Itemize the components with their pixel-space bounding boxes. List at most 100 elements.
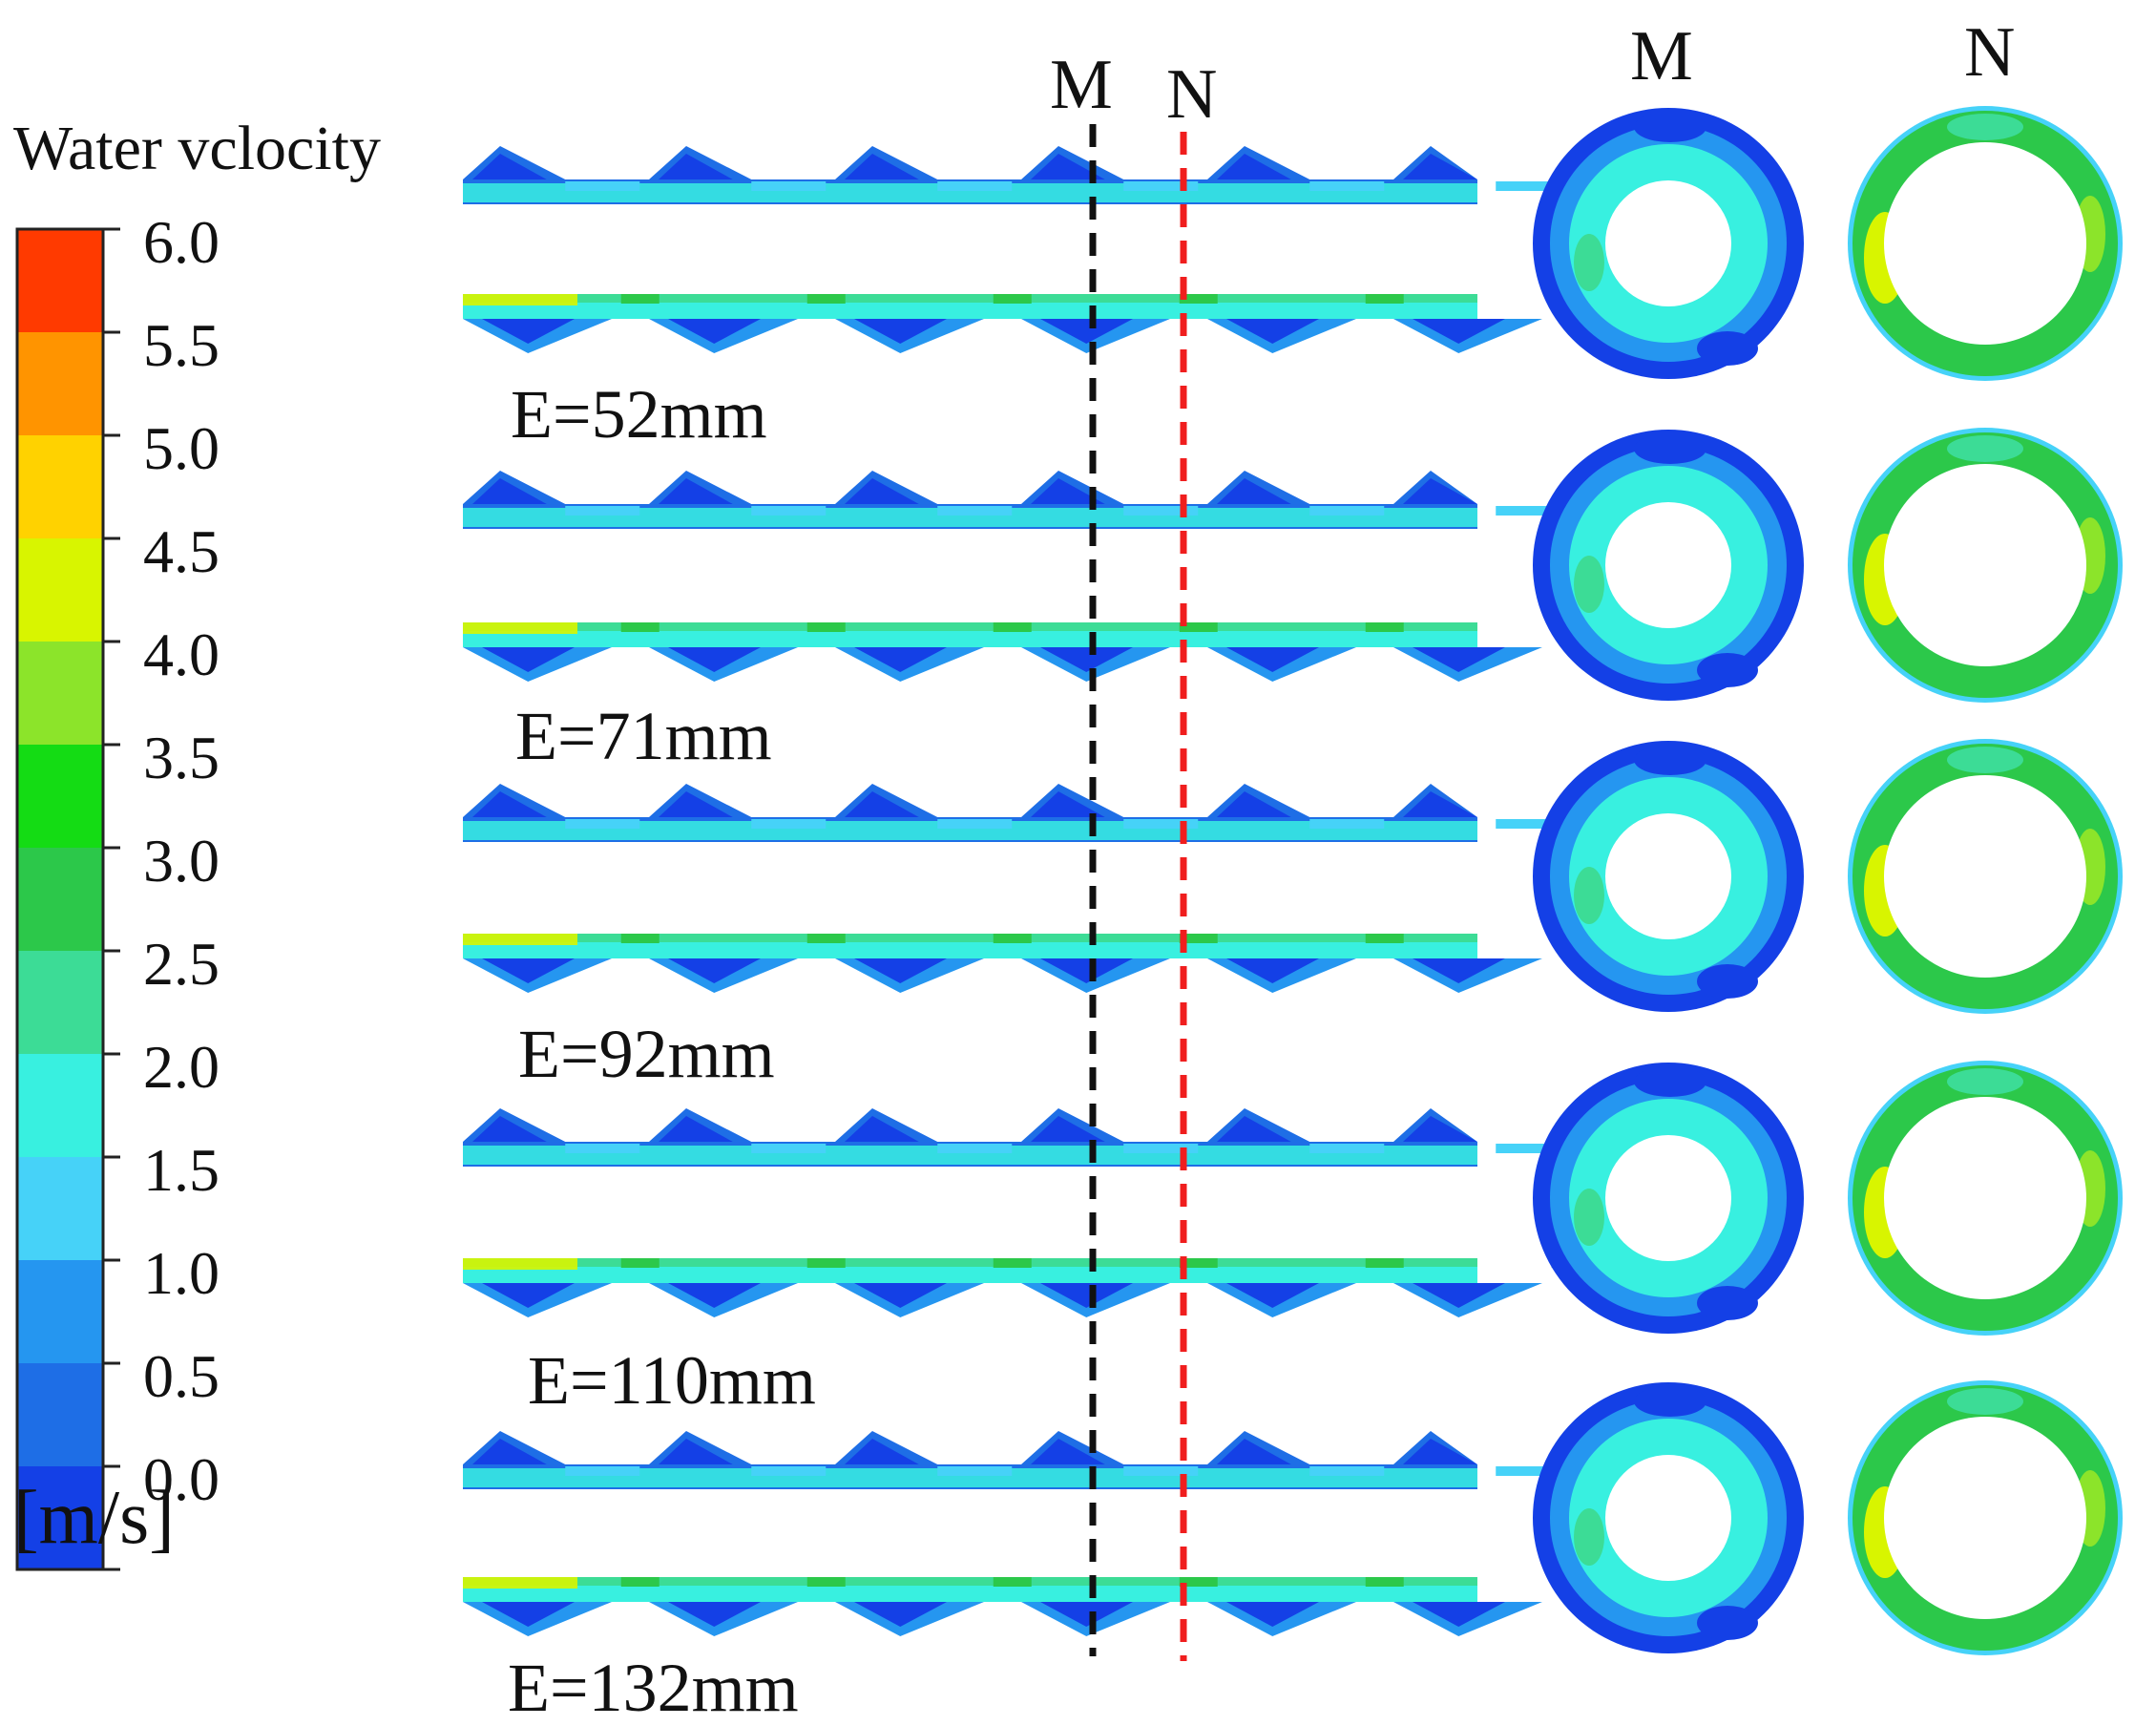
lower-tooth-core [1040, 319, 1133, 344]
upper-strip-flow [463, 508, 1477, 527]
colorbar-tick-label: 6.0 [143, 208, 220, 276]
upper-tooth-core [1031, 1439, 1105, 1464]
lower-tooth-core [1226, 1602, 1319, 1627]
lower-strip-green-patch [620, 1258, 659, 1268]
section-m-green-spot [1574, 1189, 1604, 1246]
lower-strip-green-patch [1365, 934, 1404, 943]
upper-strip-patch [1496, 1144, 1571, 1153]
lower-tooth-core [1226, 319, 1319, 344]
upper-strip-flow [463, 821, 1477, 840]
lower-strip-green-patch [1365, 1258, 1404, 1268]
colorbar-tick-label: 4.5 [143, 517, 220, 585]
lower-strip-green-patch [806, 294, 846, 304]
lower-tooth-core [1413, 1602, 1505, 1627]
upper-tooth-core [1217, 1439, 1291, 1464]
upper-tooth-core [1403, 478, 1477, 504]
lower-strip-green-patch [806, 622, 846, 632]
section-m-low-zone [1697, 964, 1758, 999]
lower-tooth-core [854, 1283, 947, 1308]
lower-tooth-core [482, 319, 575, 344]
velocity-colorbar [15, 227, 120, 1571]
upper-tooth-core [1217, 791, 1291, 817]
upper-tooth-core [1217, 1116, 1291, 1142]
upper-tooth-core [1031, 1116, 1105, 1142]
upper-strip-patch [565, 1144, 640, 1153]
case-1-strips [463, 146, 1590, 353]
case-4-strips [463, 1108, 1590, 1317]
upper-tooth-core [659, 1439, 733, 1464]
upper-strip-patch [1123, 506, 1199, 516]
upper-strip-patch [937, 1466, 1013, 1476]
upper-strip-patch [937, 1144, 1013, 1153]
upper-tooth-core [845, 154, 919, 179]
lower-strip-green-patch [1179, 1258, 1218, 1268]
lower-tooth-core [1226, 958, 1319, 983]
upper-strip-flow [463, 1468, 1477, 1487]
lower-strip-hot-spot [463, 934, 577, 945]
lower-tooth-core [854, 958, 947, 983]
upper-strip-patch [1496, 819, 1571, 829]
upper-strip-patch [565, 1466, 640, 1476]
upper-strip-patch [751, 819, 827, 829]
upper-tooth-core [1217, 478, 1291, 504]
lower-strip-green-patch [1365, 294, 1404, 304]
lower-tooth-core [1226, 1283, 1319, 1308]
upper-strip-patch [751, 1466, 827, 1476]
lower-strip-green-patch [620, 934, 659, 943]
section-m-low-zone [1634, 433, 1706, 464]
lower-strip-green-patch [1365, 622, 1404, 632]
upper-tooth-core [659, 1116, 733, 1142]
section-n-marker-label: N [1166, 55, 1218, 134]
colorbar-segment [17, 848, 103, 951]
upper-strip-patch [751, 506, 827, 516]
lower-strip-hot-spot [463, 1258, 577, 1270]
upper-tooth-core [659, 154, 733, 179]
section-n-case-4 [1848, 1061, 2123, 1336]
upper-strip-patch [565, 819, 640, 829]
case-label: E=92mm [518, 1016, 775, 1092]
section-n-case-2 [1848, 428, 2123, 703]
section-m-hole [1605, 1455, 1731, 1581]
lower-tooth-core [1040, 647, 1133, 672]
section-m-low-zone [1634, 1386, 1706, 1417]
lower-tooth-core [482, 1602, 575, 1627]
lower-tooth-core [668, 1602, 761, 1627]
colorbar-segment [17, 1466, 103, 1569]
upper-tooth-core [1403, 1116, 1477, 1142]
lower-strip-hot-spot [463, 1577, 577, 1589]
lower-strip-green-patch [806, 934, 846, 943]
lower-strip-wall [463, 1577, 1477, 1586]
lower-tooth-core [854, 319, 947, 344]
upper-strip-patch [751, 1144, 827, 1153]
upper-strip-patch [1496, 506, 1571, 516]
case-2-strips [463, 471, 1590, 682]
lower-tooth-core [1226, 647, 1319, 672]
lower-tooth-core [854, 1602, 947, 1627]
upper-tooth-core [659, 478, 733, 504]
section-m-green-spot [1574, 234, 1604, 291]
case-label: E=71mm [515, 698, 772, 774]
section-n-hole [1884, 1417, 2086, 1619]
section-m-marker-label: M [1050, 46, 1113, 124]
upper-strip-flow [463, 183, 1477, 202]
upper-strip-patch [1309, 181, 1385, 191]
lower-tooth-core [482, 647, 575, 672]
upper-strip-patch [1123, 819, 1199, 829]
colorbar-tick-label: 5.0 [143, 414, 220, 482]
case-5-strips [463, 1431, 1590, 1636]
upper-tooth-core [1403, 154, 1477, 179]
lower-tooth-core [668, 647, 761, 672]
lower-strip-green-patch [993, 1258, 1032, 1268]
lower-tooth-core [482, 958, 575, 983]
colorbar-segment [17, 1363, 103, 1466]
lower-strip-hot-spot [463, 294, 577, 305]
colorbar-segment [17, 642, 103, 745]
colorbar-segment [17, 745, 103, 848]
upper-strip-patch [1496, 1466, 1571, 1476]
section-m-low-zone [1697, 653, 1758, 687]
colorbar-segment [17, 332, 103, 435]
lower-strip-wall [463, 294, 1477, 303]
upper-tooth-core [659, 791, 733, 817]
cross-section-contours [1533, 106, 2123, 1655]
upper-tooth-core [472, 154, 547, 179]
